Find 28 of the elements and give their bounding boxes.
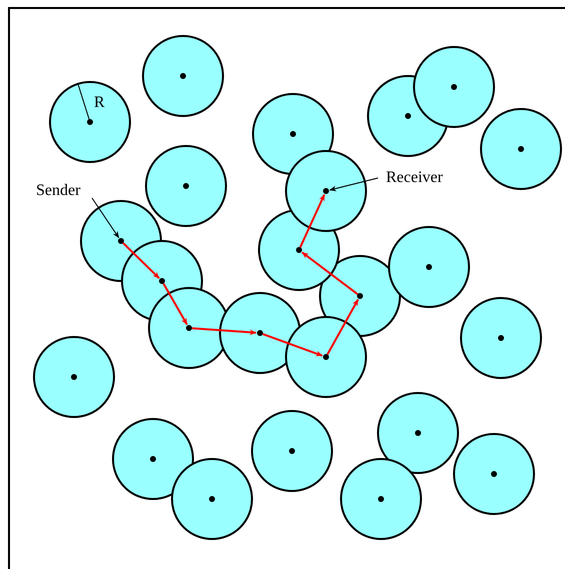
range-circle bbox=[219, 292, 301, 374]
arrow bbox=[162, 283, 188, 326]
node-label: Receiver bbox=[386, 169, 443, 187]
range-circle bbox=[480, 108, 562, 190]
range-circle bbox=[252, 93, 334, 175]
arrow bbox=[192, 327, 257, 336]
range-circle bbox=[388, 226, 470, 308]
arrow bbox=[326, 298, 359, 355]
node-label: Sender bbox=[36, 182, 80, 200]
arrow bbox=[122, 242, 160, 279]
range-circle bbox=[142, 35, 224, 117]
range-circle bbox=[145, 145, 227, 227]
range-circle bbox=[340, 458, 422, 540]
radius-label: R bbox=[94, 94, 105, 112]
range-circle bbox=[377, 392, 459, 474]
range-circle bbox=[251, 410, 333, 492]
range-circle bbox=[171, 458, 253, 540]
arrow bbox=[302, 252, 358, 295]
range-circle bbox=[285, 150, 367, 232]
range-circle bbox=[49, 81, 131, 163]
arrow bbox=[299, 194, 326, 248]
range-circle bbox=[453, 433, 535, 515]
range-circle bbox=[33, 336, 115, 418]
range-circle bbox=[460, 297, 542, 379]
range-circle bbox=[112, 418, 194, 500]
range-circle bbox=[413, 46, 495, 128]
arrow bbox=[262, 333, 323, 357]
range-circle bbox=[285, 316, 367, 398]
